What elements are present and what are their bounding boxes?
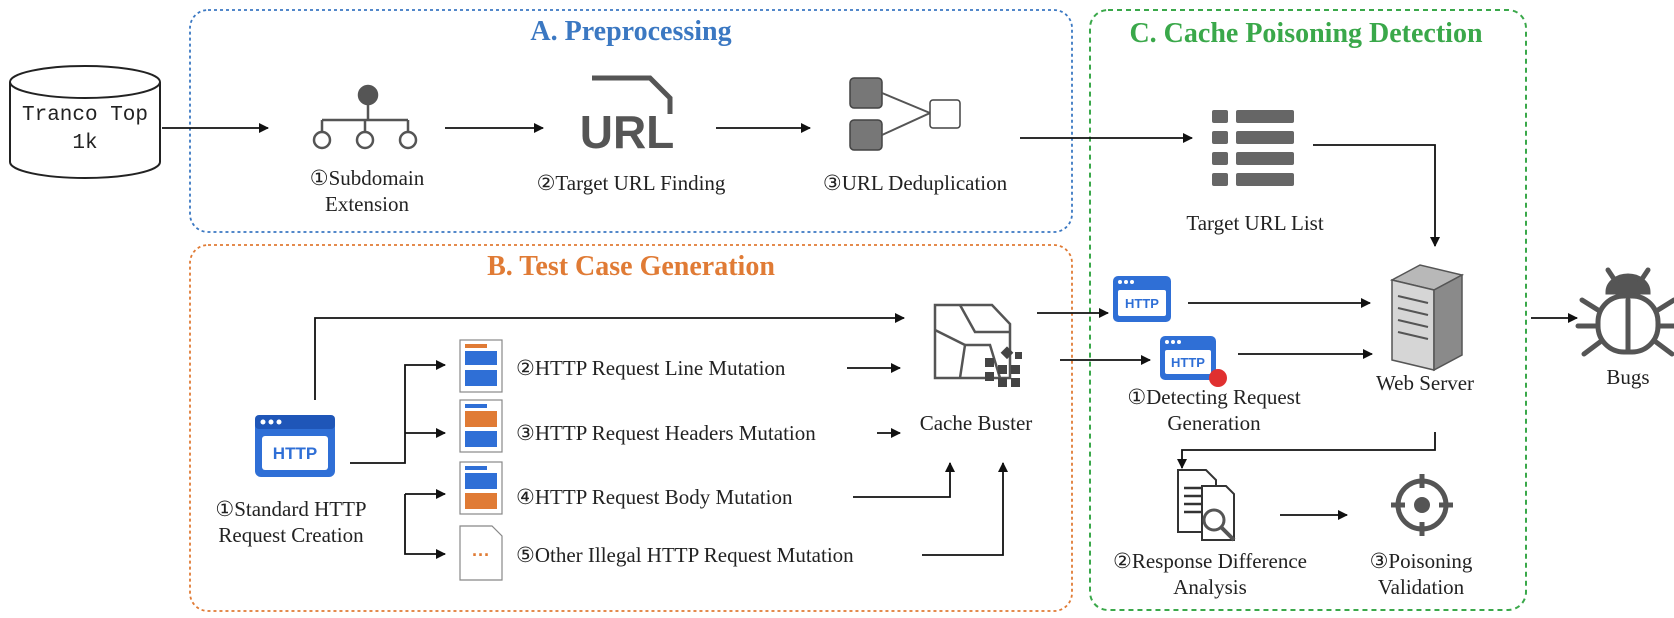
svg-text:URL: URL	[580, 106, 675, 158]
url-icon: URL	[580, 75, 675, 158]
cache-buster-icon	[933, 303, 1022, 387]
http-window-icon: HTTP	[255, 415, 335, 477]
detection-title: C. Cache Poisoning Detection	[1129, 18, 1483, 49]
target-icon	[1391, 474, 1453, 536]
target-url-list-label: Target URL List	[1186, 211, 1324, 235]
test-case-title: B. Test Case Generation	[487, 251, 775, 282]
subdomain-extension-label: ①Subdomain Extension	[309, 166, 425, 217]
preprocessing-box	[189, 9, 1073, 233]
bugs-label: Bugs	[1606, 365, 1650, 389]
dedup-icon	[849, 77, 961, 151]
devil-icon	[1209, 369, 1227, 387]
mutation-body-label: ④HTTP Request Body Mutation	[516, 485, 793, 509]
document-icon-line	[459, 339, 503, 393]
mutation-headers-label: ③HTTP Request Headers Mutation	[516, 421, 816, 445]
mutation-line-label: ②HTTP Request Line Mutation	[516, 356, 786, 380]
detection-box	[1089, 9, 1527, 611]
svg-text:HTTP: HTTP	[1171, 355, 1205, 370]
url-dedup-label: ③URL Deduplication	[822, 171, 1008, 195]
hierarchy-icon	[312, 84, 418, 150]
svg-text:HTTP: HTTP	[1125, 296, 1159, 311]
standard-request-label: ①Standard HTTP Request Creation	[215, 497, 367, 548]
svg-text:HTTP: HTTP	[273, 444, 317, 463]
tranco-label: Tranco Top 1k	[21, 104, 149, 156]
bug-icon	[1575, 267, 1674, 357]
svg-text:···: ···	[472, 545, 490, 565]
cache-buster-label: Cache Buster	[919, 411, 1033, 435]
response-diff-icon	[1177, 469, 1236, 542]
http-window-icon-detection-top: HTTP	[1113, 276, 1171, 322]
database-icon	[9, 65, 161, 179]
web-server-label: Web Server	[1375, 371, 1475, 395]
test-case-box	[189, 244, 1073, 612]
poisoning-validation-label: ③Poisoning Validation	[1369, 549, 1473, 600]
document-icon-body	[459, 461, 503, 515]
list-icon	[1212, 110, 1294, 186]
server-icon	[1389, 264, 1465, 372]
flow-arrows	[162, 123, 1578, 559]
response-diff-label: ②Response Difference Analysis	[1113, 549, 1307, 600]
target-url-finding-label: ②Target URL Finding	[536, 171, 726, 195]
malicious-http-window-icon: HTTP	[1160, 336, 1227, 387]
mutation-other-label: ⑤Other Illegal HTTP Request Mutation	[516, 543, 854, 567]
document-icon-other: ···	[459, 525, 503, 581]
preprocessing-title: A. Preprocessing	[530, 16, 732, 47]
document-icon-headers	[459, 399, 503, 453]
detecting-request-label: ①Detecting Request Generation	[1127, 385, 1301, 436]
